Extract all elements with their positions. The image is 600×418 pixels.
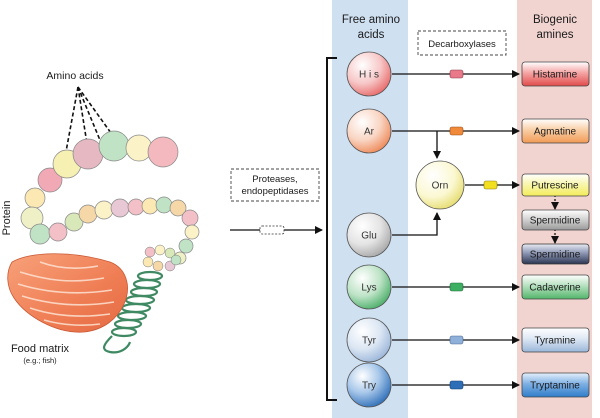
- protease-enzyme-icon: [259, 225, 285, 235]
- amino-acid-label: Orn: [432, 181, 449, 192]
- amine-cadaverine: Cadaverine: [521, 274, 590, 300]
- amine-label: Cadaverine: [529, 283, 581, 294]
- enzyme-chips: [449, 69, 498, 390]
- protein-label: Protein: [1, 201, 13, 236]
- amino-acid-orn: Orn: [415, 160, 465, 210]
- amino-acid-try: Try: [346, 362, 392, 408]
- amino-acid-label: Tyr: [362, 336, 377, 347]
- amine-spermidine-2: Spermidine: [521, 243, 590, 265]
- amine-label: Tyramine: [534, 336, 576, 347]
- amino-acid-his: H i s: [346, 51, 392, 97]
- amine-agmatine: Agmatine: [521, 118, 590, 144]
- proteases-box: [230, 168, 320, 202]
- amino-acid-label: Ar: [364, 127, 375, 138]
- food-matrix-label: Food matrix: [11, 343, 70, 355]
- amino-acid-label: Try: [362, 381, 376, 392]
- amino-acid-glu: Glu: [346, 212, 392, 258]
- amine-tryptamine: Tryptamine: [521, 372, 590, 398]
- amine-label: Spermidine: [530, 250, 581, 261]
- amino-acid-label: Lys: [361, 283, 376, 294]
- amine-putrescine: Putrescine: [521, 173, 590, 197]
- amine-tyramine: Tyramine: [521, 327, 590, 353]
- amine-label: Tryptamine: [530, 381, 580, 392]
- amine-label: Agmatine: [534, 127, 577, 138]
- amine-label: Putrescine: [531, 181, 579, 192]
- amine-histamine: Histamine: [521, 61, 590, 87]
- protein-illustration: Amino acids Protein Food matrix (e.g.; f…: [1, 70, 200, 365]
- amino-acid-label: Glu: [361, 231, 377, 242]
- amine-spermidine: Spermidine: [521, 209, 590, 231]
- decarboxylases-box: [417, 30, 507, 56]
- amino-acid-tyr: Tyr: [346, 317, 392, 363]
- amino-acid-ar: Ar: [346, 108, 392, 154]
- amine-label: Histamine: [533, 70, 578, 81]
- amino-acid-label: H i s: [359, 70, 379, 81]
- decarboxylases-label: Decarboxylases: [428, 39, 496, 50]
- amino-acids-label: Amino acids: [46, 70, 103, 82]
- fish-fillet-image: [7, 253, 128, 333]
- amine-label: Spermidine: [530, 216, 581, 227]
- food-matrix-example: (e.g.; fish): [23, 356, 57, 365]
- amino-acid-lys: Lys: [346, 264, 392, 310]
- proteases-label: Proteases,endopeptidases: [241, 174, 308, 197]
- amino-acid-bracket: [326, 57, 337, 401]
